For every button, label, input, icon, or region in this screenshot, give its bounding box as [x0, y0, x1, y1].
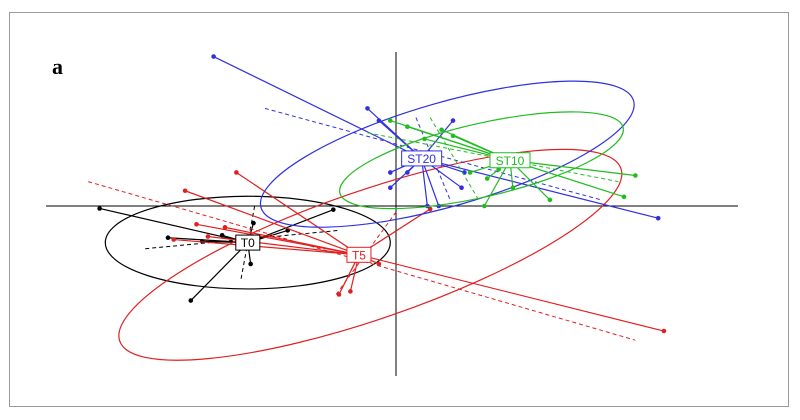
point-st10-4 [450, 133, 456, 139]
label-text-st10: ST10 [496, 154, 525, 168]
point-t0-3 [219, 232, 225, 238]
point-t0-8 [188, 298, 194, 303]
point-st20-4 [405, 170, 410, 175]
point-t5-3 [205, 234, 211, 239]
label-text-t0: T0 [241, 236, 255, 250]
group-t5 [88, 148, 667, 361]
panel-letter: a [52, 54, 63, 79]
point-t0-4 [251, 220, 256, 226]
ellipse-t0 [104, 195, 391, 290]
label-t5: T5 [346, 246, 372, 263]
ellipse-st10 [339, 111, 624, 210]
point-st20-5 [388, 185, 393, 190]
point-t5-2 [222, 225, 228, 230]
point-st20-8 [450, 118, 456, 123]
point-t5-7 [348, 289, 353, 294]
label-text-t5: T5 [352, 248, 366, 262]
point-st10-1 [405, 124, 410, 129]
label-st20: ST20 [401, 150, 443, 167]
point-st20-2 [376, 118, 382, 123]
point-t5-1 [194, 222, 199, 227]
point-t5-0 [182, 188, 188, 194]
point-st10-12 [621, 194, 627, 200]
label-box-t5 [346, 246, 372, 263]
point-st10-11 [633, 173, 638, 178]
ellipse-axis-st10-1 [429, 117, 480, 201]
point-st20-11 [655, 215, 661, 221]
ellipse-t5 [118, 148, 623, 361]
point-st20-3 [388, 170, 393, 175]
point-t5-6 [336, 292, 342, 297]
group-st10 [339, 111, 638, 210]
label-box-st20 [401, 150, 443, 167]
ellipse-axis-t5-0 [88, 181, 636, 341]
figure-frame [9, 12, 789, 407]
label-box-st10 [489, 152, 531, 169]
spoke-t5-3 [207, 235, 360, 256]
spoke-t5-10 [358, 254, 665, 332]
point-st10-8 [510, 185, 516, 190]
point-st10-6 [484, 176, 490, 181]
label-text-st20: ST20 [407, 152, 436, 166]
point-t0-7 [331, 207, 336, 212]
point-t0-0 [97, 206, 102, 211]
label-box-t0 [235, 234, 261, 251]
point-st20-10 [459, 185, 464, 190]
label-t0: T0 [235, 234, 261, 251]
label-st10: ST10 [489, 152, 531, 169]
point-st10-9 [482, 203, 487, 209]
point-t5-9 [427, 206, 433, 212]
spoke-t5-2 [224, 226, 360, 256]
ellipse-st20 [259, 80, 635, 228]
point-st10-5 [467, 170, 473, 175]
point-st10-10 [547, 197, 553, 203]
point-st10-2 [422, 136, 427, 142]
spoke-t5-4 [173, 238, 359, 256]
spoke-st20-11 [421, 157, 659, 219]
ellipse-axis-t0-0 [145, 229, 340, 250]
point-t5-8 [376, 261, 382, 267]
spoke-t0-7 [247, 209, 334, 244]
point-st10-0 [388, 118, 393, 123]
point-t5-10 [661, 328, 667, 334]
point-t5-5 [234, 170, 239, 175]
point-t5-4 [171, 237, 176, 242]
spoke-t5-5 [236, 171, 360, 256]
point-st10-3 [439, 127, 444, 133]
axes-layer [46, 52, 738, 376]
spoke-st10-11 [509, 159, 636, 177]
point-st20-1 [365, 106, 370, 111]
groups-layer [88, 54, 667, 361]
ellipse-axis-st20-0 [264, 107, 602, 201]
spoke-t5-0 [184, 190, 360, 256]
point-st20-0 [211, 54, 216, 59]
point-t0-5 [248, 261, 253, 267]
spoke-st20-0 [213, 56, 422, 159]
spoke-t0-8 [190, 242, 249, 301]
point-t0-1 [165, 235, 171, 241]
